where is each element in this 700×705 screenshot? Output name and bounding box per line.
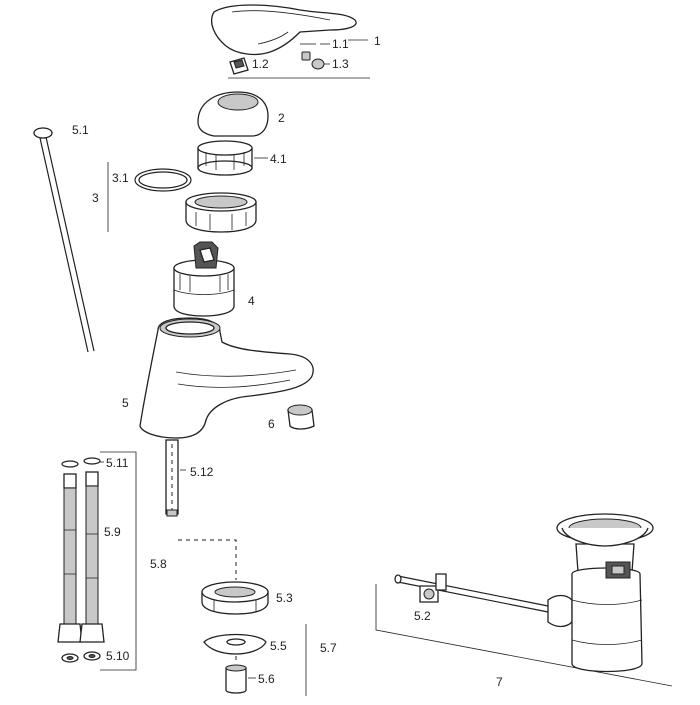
part-seals-5-11 xyxy=(61,457,101,468)
part-lever-handle xyxy=(211,4,357,56)
label-5-8: 5.8 xyxy=(150,557,167,571)
part-insert-1-2 xyxy=(229,57,249,75)
part-lock-nut-5-3 xyxy=(201,581,269,615)
part-dome-cover xyxy=(197,91,269,137)
part-cartridge-4 xyxy=(173,241,235,317)
label-5-7: 5.7 xyxy=(320,641,337,655)
part-tap-body-5 xyxy=(139,317,314,439)
label-1: 1 xyxy=(374,34,381,48)
part-screw-1-1 xyxy=(300,43,316,61)
label-6: 6 xyxy=(268,417,275,431)
part-flexible-hoses-5-9 xyxy=(57,471,105,643)
label-1-3: 1.3 xyxy=(332,57,349,71)
label-2: 2 xyxy=(278,111,285,125)
part-o-ring-3-1 xyxy=(134,168,192,192)
part-cap-1-3 xyxy=(311,58,325,70)
label-1-2: 1.2 xyxy=(252,57,269,71)
label-5-2: 5.2 xyxy=(414,609,431,623)
label-5-12: 5.12 xyxy=(190,465,214,479)
label-5-3: 5.3 xyxy=(276,591,293,605)
label-3-1: 3.1 xyxy=(112,171,129,185)
label-5: 5 xyxy=(122,396,129,410)
label-5-6: 5.6 xyxy=(258,672,275,686)
part-threaded-stud-5-12 xyxy=(165,439,179,517)
label-3: 3 xyxy=(92,191,99,205)
label-5-5: 5.5 xyxy=(270,639,287,653)
part-washers-5-10 xyxy=(61,651,101,663)
group-5-8-bracket xyxy=(100,451,137,671)
part-pop-up-rod-5-1 xyxy=(33,127,95,353)
label-5-10: 5.10 xyxy=(106,649,130,663)
part-threaded-ring-4-1 xyxy=(197,140,253,176)
label-5-9: 5.9 xyxy=(104,525,121,539)
label-4: 4 xyxy=(248,294,255,308)
part-aerator-6 xyxy=(287,404,315,430)
label-7: 7 xyxy=(496,675,503,689)
label-5-11: 5.11 xyxy=(106,456,129,470)
group-7-bracket xyxy=(375,584,673,687)
part-linkage-rod-5-2 xyxy=(394,573,549,613)
label-4-1: 4.1 xyxy=(270,152,287,166)
part-horseshoe-washer-5-5 xyxy=(203,633,267,655)
label-5-1: 5.1 xyxy=(72,123,89,137)
label-1-1: 1.1 xyxy=(332,37,349,51)
part-nut-5-6 xyxy=(225,664,247,694)
part-seating-ring-3 xyxy=(185,192,257,233)
part-waste-valve-7 xyxy=(547,513,654,673)
